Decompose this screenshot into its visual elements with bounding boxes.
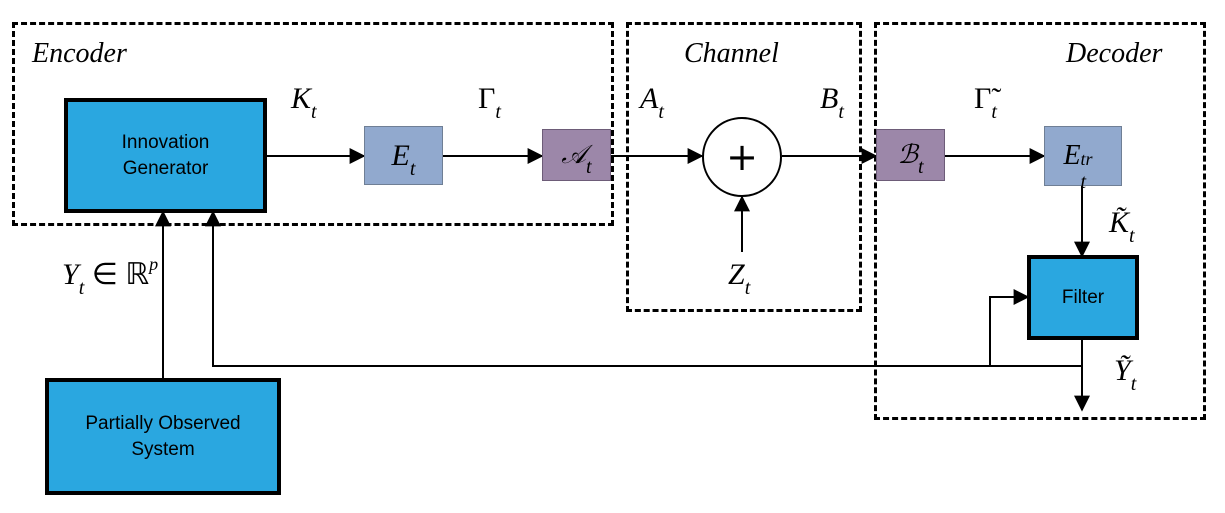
signal-B-label: Bt bbox=[820, 82, 844, 123]
signal-Y-label: Yt ∈ ℝp bbox=[62, 254, 159, 299]
channel-adder: + bbox=[702, 117, 782, 197]
system-line1: Partially Observed bbox=[85, 412, 241, 434]
filter-block: Filter bbox=[1027, 255, 1139, 340]
decoder-group bbox=[874, 22, 1206, 420]
encoder-group bbox=[12, 22, 614, 226]
innovation-generator-line2: Generator bbox=[122, 157, 209, 179]
innovation-generator-line1: Innovation bbox=[121, 131, 210, 153]
signal-Y-tilde-label: Ỹt bbox=[1114, 354, 1137, 395]
channel-decoder-block: ℬt bbox=[876, 129, 945, 181]
innovation-generator-block: Innovation Generator bbox=[64, 98, 267, 213]
decoder-label: Decoder bbox=[1066, 38, 1163, 69]
channel-label: Channel bbox=[684, 38, 779, 69]
signal-Gamma-tilde-label: Γ̃t bbox=[974, 82, 997, 123]
signal-Gamma-label: Γt bbox=[478, 82, 501, 123]
encoder-map-block: Et bbox=[364, 126, 443, 185]
feedback-to-filter bbox=[989, 289, 1030, 366]
signal-K-tilde-label: K̃t bbox=[1109, 206, 1135, 247]
encoder-label: Encoder bbox=[32, 38, 127, 69]
channel-group bbox=[626, 22, 862, 312]
feedback-line bbox=[205, 210, 1082, 367]
plus-symbol: + bbox=[726, 135, 758, 179]
partially-observed-system-block: Partially Observed System bbox=[45, 378, 281, 495]
signal-A-label: At bbox=[640, 82, 664, 123]
signal-Z-label: Zt bbox=[728, 258, 751, 299]
signal-K-label: Kt bbox=[291, 82, 317, 123]
filter-label: Filter bbox=[1061, 286, 1105, 308]
system-line2: System bbox=[131, 438, 195, 460]
channel-encoder-block: 𝒜t bbox=[542, 129, 611, 181]
